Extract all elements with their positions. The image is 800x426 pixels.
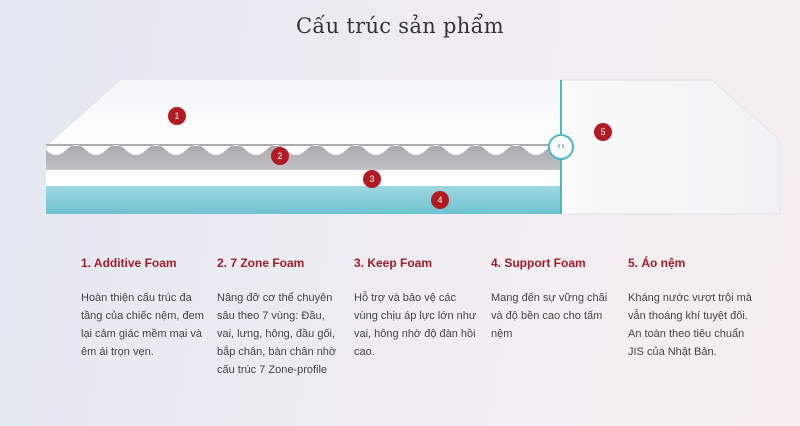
layer-info-4: 4. Support Foam Mang đến sự vững chãi và… bbox=[491, 256, 615, 343]
marker-3[interactable]: 3 bbox=[363, 170, 381, 188]
cover-layer bbox=[559, 79, 781, 215]
marker-5[interactable]: 5 bbox=[594, 123, 612, 141]
layer-description: Hỗ trợ và bảo vệ các vùng chịu áp lực lớ… bbox=[354, 292, 477, 358]
marker-2[interactable]: 2 bbox=[271, 147, 289, 165]
zone-foam-wave bbox=[46, 145, 560, 155]
layer-description: Nâng đỡ cơ thể chuyên sâu theo 7 vùng: Đ… bbox=[217, 292, 337, 376]
marker-1[interactable]: 1 bbox=[168, 107, 186, 125]
mattress-illustration bbox=[45, 79, 781, 215]
layer-heading: 5. Áo nệm bbox=[628, 256, 686, 270]
layer-info-3: 3. Keep Foam Hỗ trợ và bảo vệ các vùng c… bbox=[354, 256, 478, 361]
page-title: Cấu trúc sản phẩm bbox=[296, 14, 504, 38]
layer-description: Mang đến sự vững chãi và độ bền cao cho … bbox=[491, 292, 608, 340]
keep-foam-layer bbox=[46, 170, 560, 186]
layer-info-1: 1. Additive Foam Hoàn thiện cấu trúc đa … bbox=[81, 256, 205, 361]
layer-heading: 3. Keep Foam bbox=[354, 256, 433, 270]
layer-description: Kháng nước vượt trội mà vẫn thoáng khí t… bbox=[628, 292, 752, 358]
support-foam-layer bbox=[46, 186, 560, 214]
layer-heading: 2. 7 Zone Foam bbox=[217, 256, 305, 270]
layer-info-5: 5. Áo nệm Kháng nước vượt trội mà vẫn th… bbox=[628, 256, 752, 361]
layer-heading: 4. Support Foam bbox=[491, 256, 586, 270]
layer-info-2: 2. 7 Zone Foam Nâng đỡ cơ thể chuyên sâu… bbox=[217, 256, 341, 379]
marker-4[interactable]: 4 bbox=[431, 191, 449, 209]
layer-heading: 1. Additive Foam bbox=[81, 256, 177, 270]
compare-slider-handle[interactable]: ‹› bbox=[548, 134, 574, 160]
additive-foam-layer bbox=[46, 80, 560, 146]
layer-description: Hoàn thiện cấu trúc đa tầng của chiếc nệ… bbox=[81, 292, 204, 358]
